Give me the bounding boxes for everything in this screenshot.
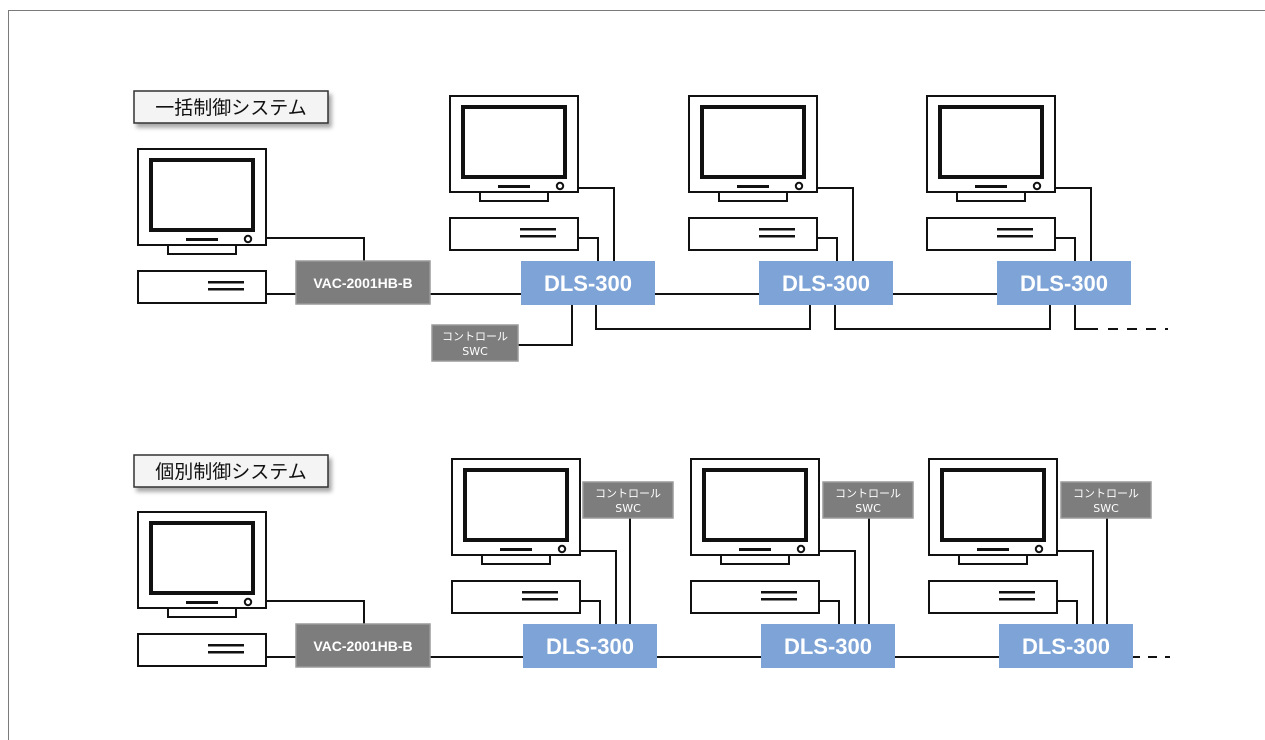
computer-icon [927,457,1059,615]
dls-label: DLS-300 [1020,271,1108,296]
dls-label: DLS-300 [782,271,870,296]
swc-label-line1: コントロール [595,487,661,500]
dls-label: DLS-300 [1022,634,1110,659]
swc-label-line2: SWC [462,345,488,358]
swc-label-line2: SWC [855,502,881,515]
dls-box: DLS-300 [761,624,895,668]
control-computer-icon [136,510,268,668]
connection-lines [265,187,1168,346]
dls-box: DLS-300 [999,624,1133,668]
dls-box: DLS-300 [521,261,655,305]
dls-box: DLS-300 [759,261,893,305]
dls-label: DLS-300 [784,634,872,659]
dls-label: DLS-300 [544,271,632,296]
dls-box: DLS-300 [997,261,1131,305]
swc-box: コントロール SWC [582,481,674,519]
swc-box: コントロール SWC [822,481,914,519]
section-batch-control: 一括制御システム [133,90,1168,362]
dls-label: DLS-300 [546,634,634,659]
section-individual-control: 個別制御システム [133,454,1170,668]
vac-box: VAC-2001HB-B [295,623,431,668]
section-title: 一括制御システム [155,97,306,119]
connection-lines [265,518,1170,658]
swc-box: コントロール SWC [1060,481,1152,519]
vac-label: VAC-2001HB-B [313,275,412,291]
swc-label-line2: SWC [1093,502,1119,515]
diagram-frame [8,10,1265,740]
swc-box: コントロール SWC [431,324,519,362]
computer-icon [450,457,582,615]
section-title-box: 個別制御システム [133,454,329,488]
section-title: 個別制御システム [155,461,306,483]
section-title-box: 一括制御システム [133,90,329,124]
vac-box: VAC-2001HB-B [295,260,431,305]
swc-label-line1: コントロール [835,487,901,500]
computer-icon [448,94,580,252]
computer-icon [925,94,1057,252]
computer-icon [689,457,821,615]
swc-label-line1: コントロール [442,330,508,343]
computer-icon [687,94,819,252]
swc-label-line2: SWC [615,502,641,515]
swc-label-line1: コントロール [1073,487,1139,500]
dls-box: DLS-300 [523,624,657,668]
control-computer-icon [136,147,268,305]
vac-label: VAC-2001HB-B [313,638,412,654]
